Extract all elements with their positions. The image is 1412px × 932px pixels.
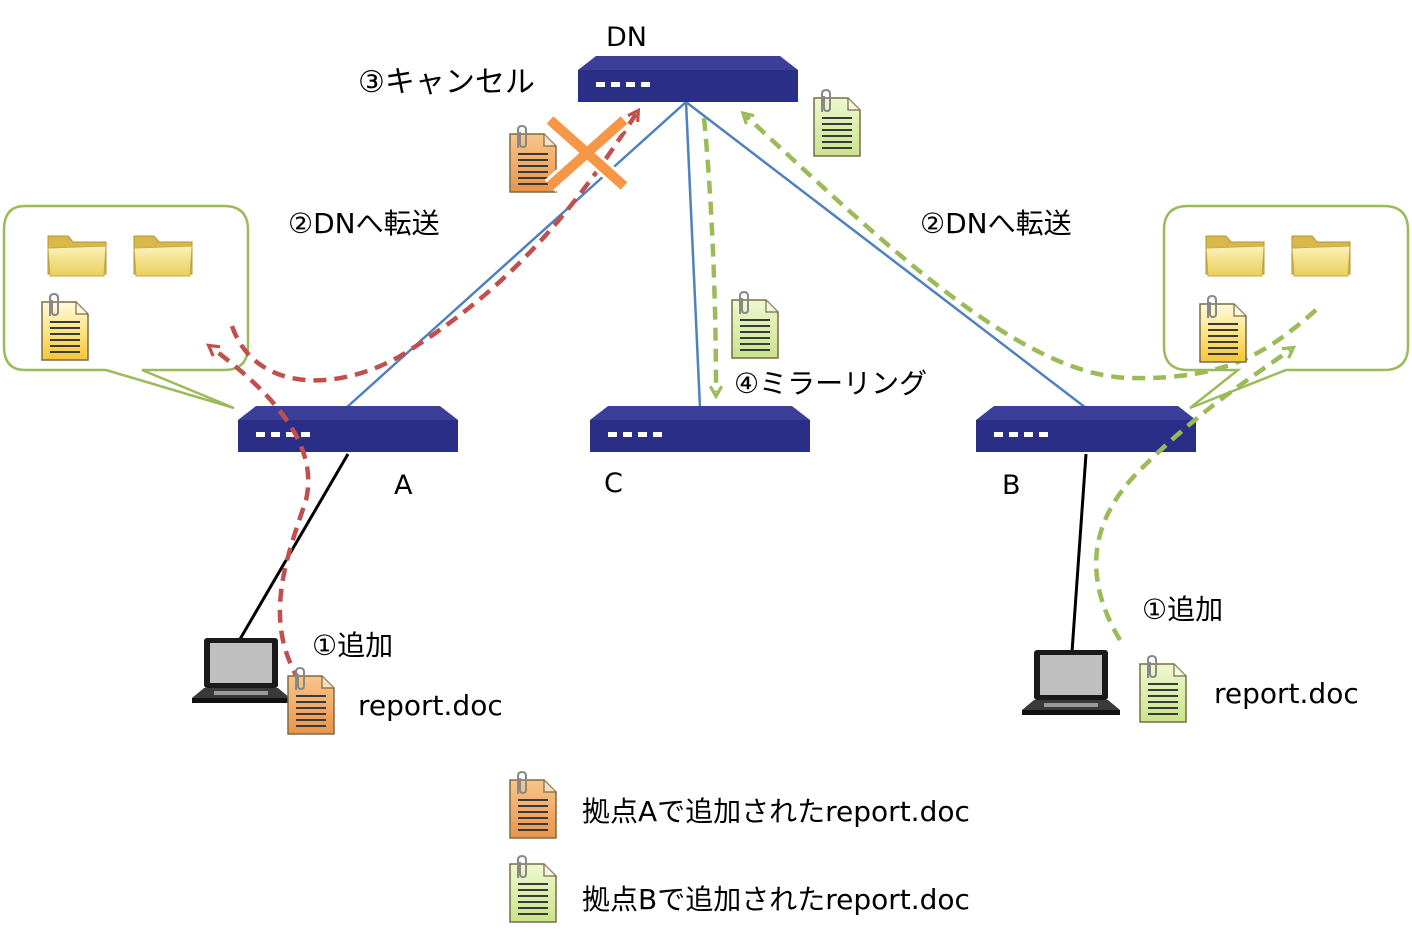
orange-document-icon [287, 667, 335, 735]
node-label-c: C [604, 468, 623, 499]
cancel-x-icon [544, 114, 630, 192]
legend-label-a: 拠点Aで追加されたreport.doc [582, 795, 970, 828]
folder-icon [133, 235, 193, 277]
site-a-add-arrow [212, 348, 311, 684]
folder-icon [1205, 235, 1265, 277]
laptop-a-icon [192, 638, 290, 703]
green-document-icon [1139, 655, 1187, 723]
router-dn [578, 56, 798, 102]
site-b-transfer-arrow [746, 116, 1318, 381]
node-label-dn: DN [606, 22, 647, 53]
site-a-folder-bubble [2, 204, 250, 410]
router-a [238, 406, 458, 452]
legend-orange-document-icon [509, 771, 557, 839]
link-b-laptop [1070, 453, 1088, 653]
laptop-b-icon [1022, 650, 1120, 715]
green-document-icon [813, 89, 861, 157]
legend-label-b: 拠点Bで追加されたreport.doc [582, 883, 970, 916]
green-document-icon [731, 291, 779, 359]
file-label-right: report.doc [1214, 677, 1359, 710]
add-label-left: ①追加 [312, 629, 394, 662]
site-b-add-arrow [1093, 350, 1290, 642]
legend-green-document-icon [509, 855, 557, 923]
mirroring-arrow [701, 117, 716, 392]
link-dn-b [685, 101, 1087, 409]
transfer-label-left: ②DNへ転送 [288, 207, 440, 240]
cancel-label: ③キャンセル [358, 65, 535, 100]
add-label-right: ①追加 [1142, 593, 1224, 626]
node-label-b: B [1002, 470, 1021, 501]
file-label-left: report.doc [358, 689, 503, 722]
node-label-a: A [394, 470, 413, 501]
mirroring-label: ④ミラーリング [734, 367, 928, 400]
folder-icon [47, 235, 107, 277]
folder-icon [1291, 235, 1351, 277]
site-a-transfer-arrow [229, 114, 636, 383]
link-dn-c [684, 101, 702, 409]
transfer-label-right: ②DNへ転送 [920, 207, 1072, 240]
router-c [590, 406, 810, 452]
